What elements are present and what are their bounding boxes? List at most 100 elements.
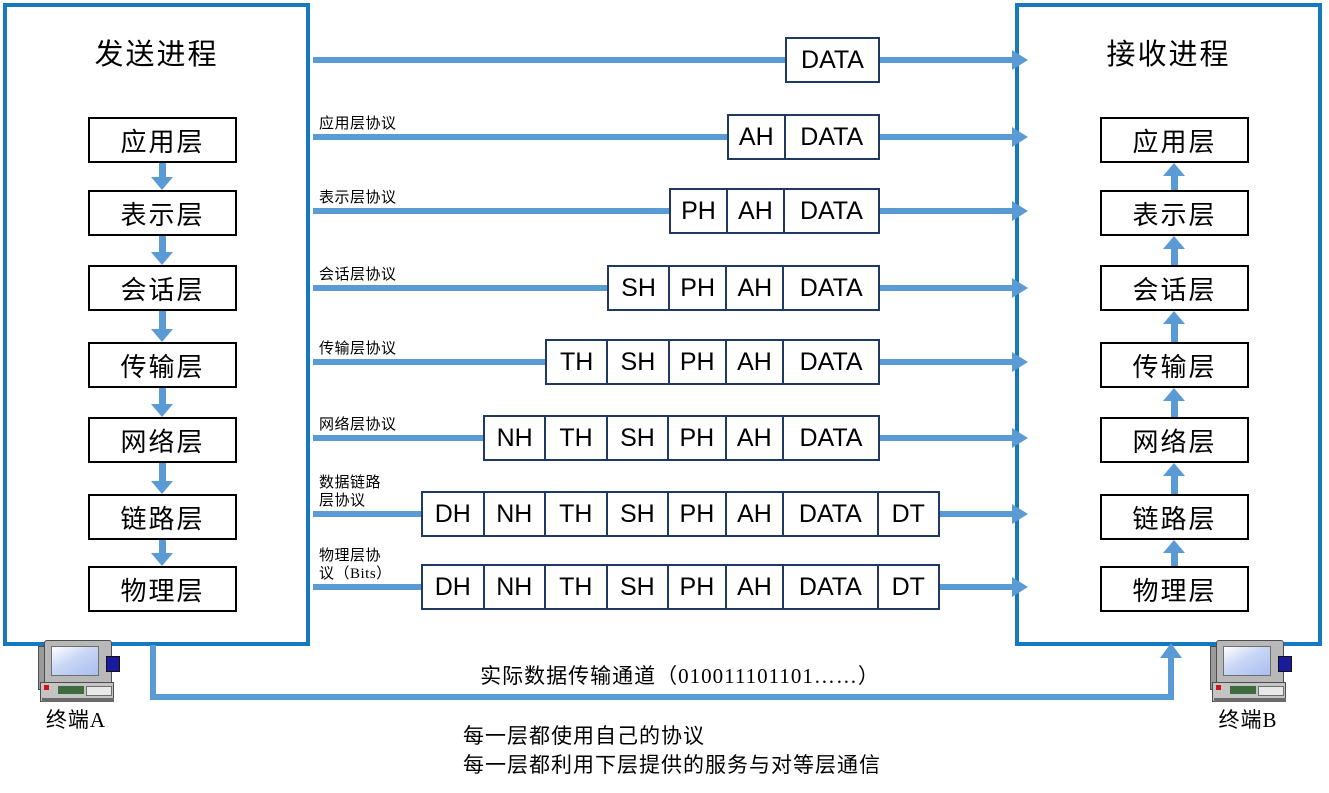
pdu-cell-th: TH [546, 417, 608, 459]
pdu-cell-ah: AH [726, 341, 785, 383]
recv-layer-2[interactable]: 表示层 [1100, 190, 1249, 236]
pdu-cell-ph: PH [670, 267, 728, 309]
pdu-cell-ah: AH [729, 116, 786, 158]
recv-layer-1[interactable]: 应用层 [1100, 117, 1249, 163]
protocol-line-left [313, 285, 607, 291]
pdu-cell-ph: PH [669, 493, 727, 535]
send-layer-5[interactable]: 网络层 [88, 417, 237, 463]
terminal-a: 终端A [30, 640, 122, 734]
protocol-line-left [313, 584, 421, 590]
protocol-label-3: 表示层协议 [319, 190, 397, 206]
pdu-cell-data: DATA [784, 267, 878, 309]
channel-segment-horizontal [150, 694, 1174, 700]
recv-layer-label: 网络层 [1132, 427, 1217, 457]
protocol-line-right [880, 208, 1012, 214]
recv-layer-3[interactable]: 会话层 [1100, 265, 1249, 311]
recv-connector-5 [1171, 474, 1178, 494]
arrow-right-icon [1012, 504, 1028, 524]
pdu-cell-dh: DH [423, 493, 485, 535]
protocol-line-left [313, 208, 669, 214]
protocol-label-2: 应用层协议 [319, 116, 397, 132]
pdu-cell-sh: SH [607, 417, 670, 459]
send-layer-label: 链路层 [120, 504, 205, 534]
recv-connector-4 [1171, 399, 1178, 417]
pdu-cell-nh: NH [484, 566, 547, 608]
recv-layer-label: 表示层 [1132, 200, 1217, 230]
arrow-down-icon [151, 404, 173, 417]
recv-layer-5[interactable]: 网络层 [1100, 417, 1249, 463]
terminal-b: 终端B [1202, 640, 1294, 734]
pdu-cell-th: TH [546, 566, 608, 608]
send-layer-4[interactable]: 传输层 [88, 342, 237, 388]
arrow-right-icon [1012, 352, 1028, 372]
recv-connector-3 [1171, 322, 1178, 342]
pdu-cell-ah: AH [727, 190, 785, 232]
recv-layer-label: 应用层 [1132, 127, 1217, 157]
protocol-label-5: 传输层协议 [319, 341, 397, 357]
send-layer-7[interactable]: 物理层 [88, 566, 237, 612]
pdu-cell-sh: SH [609, 267, 671, 309]
pdu-cell-data: DATA [784, 493, 879, 535]
pdu-cell-data: DATA [784, 341, 878, 383]
arrow-down-icon [151, 481, 173, 494]
recv-connector-2 [1171, 247, 1178, 265]
send-connector-3 [159, 311, 166, 331]
arrow-right-icon [1012, 127, 1028, 147]
protocol-label-6: 网络层协议 [319, 417, 397, 433]
recv-layer-4[interactable]: 传输层 [1100, 342, 1249, 388]
protocol-line-left [313, 359, 545, 365]
sending-process-title: 发送进程 [94, 39, 219, 71]
receiving-process-title: 接收进程 [1106, 39, 1231, 71]
recv-layer-6[interactable]: 链路层 [1100, 494, 1249, 540]
send-layer-6[interactable]: 链路层 [88, 494, 237, 540]
send-layer-2[interactable]: 表示层 [88, 190, 237, 236]
send-layer-3[interactable]: 会话层 [88, 265, 237, 311]
protocol-line-right [940, 511, 1012, 517]
pdu-cell-ah: AH [726, 566, 785, 608]
recv-layer-label: 会话层 [1132, 275, 1217, 305]
protocol-line-left [313, 511, 421, 517]
channel-segment-right-vertical [1168, 656, 1174, 700]
channel-segment-left-vertical [150, 645, 156, 700]
pdu-cell-ah: AH [726, 493, 785, 535]
arrow-up-icon [1163, 463, 1185, 476]
recv-connector-6 [1171, 551, 1178, 566]
pdu-cell-dh: DH [423, 566, 485, 608]
recv-connector-1 [1171, 174, 1178, 190]
send-layer-label: 应用层 [120, 127, 205, 157]
pdu-cell-ph: PH [669, 566, 727, 608]
protocol-label-8: 物理层协 议（Bits） [319, 548, 392, 582]
arrow-right-icon [1012, 577, 1028, 597]
computer-icon [1208, 640, 1292, 702]
pdu-cell-data: DATA [783, 417, 878, 459]
pdu-cell-th: TH [546, 493, 608, 535]
send-layer-label: 表示层 [120, 200, 205, 230]
arrow-down-icon [151, 553, 173, 566]
send-layer-1[interactable]: 应用层 [88, 117, 237, 163]
computer-icon [36, 640, 120, 702]
protocol-line-right [880, 134, 1012, 140]
pdu-cell-ph: PH [669, 417, 727, 459]
arrow-up-icon [1163, 236, 1185, 249]
recv-layer-7[interactable]: 物理层 [1100, 566, 1249, 612]
pdu-cell-th: TH [547, 341, 609, 383]
pdu-cell-ph: PH [671, 190, 728, 232]
receiving-process-panel: 接收进程 应用层表示层会话层传输层网络层链路层物理层 [1015, 3, 1322, 646]
send-layer-label: 物理层 [120, 576, 205, 606]
arrow-up-icon [1163, 540, 1185, 553]
send-layer-label: 传输层 [120, 352, 205, 382]
pdu-cell-data: DATA [784, 190, 879, 232]
arrow-up-icon [1163, 388, 1185, 401]
pdu-cell-nh: NH [485, 417, 547, 459]
arrow-right-icon [1012, 278, 1028, 298]
recv-layer-label: 链路层 [1132, 504, 1217, 534]
pdu-cell-ah: AH [726, 417, 784, 459]
arrow-down-icon [151, 329, 173, 342]
protocol-line-left [313, 57, 785, 63]
arrow-right-icon [1012, 50, 1028, 70]
